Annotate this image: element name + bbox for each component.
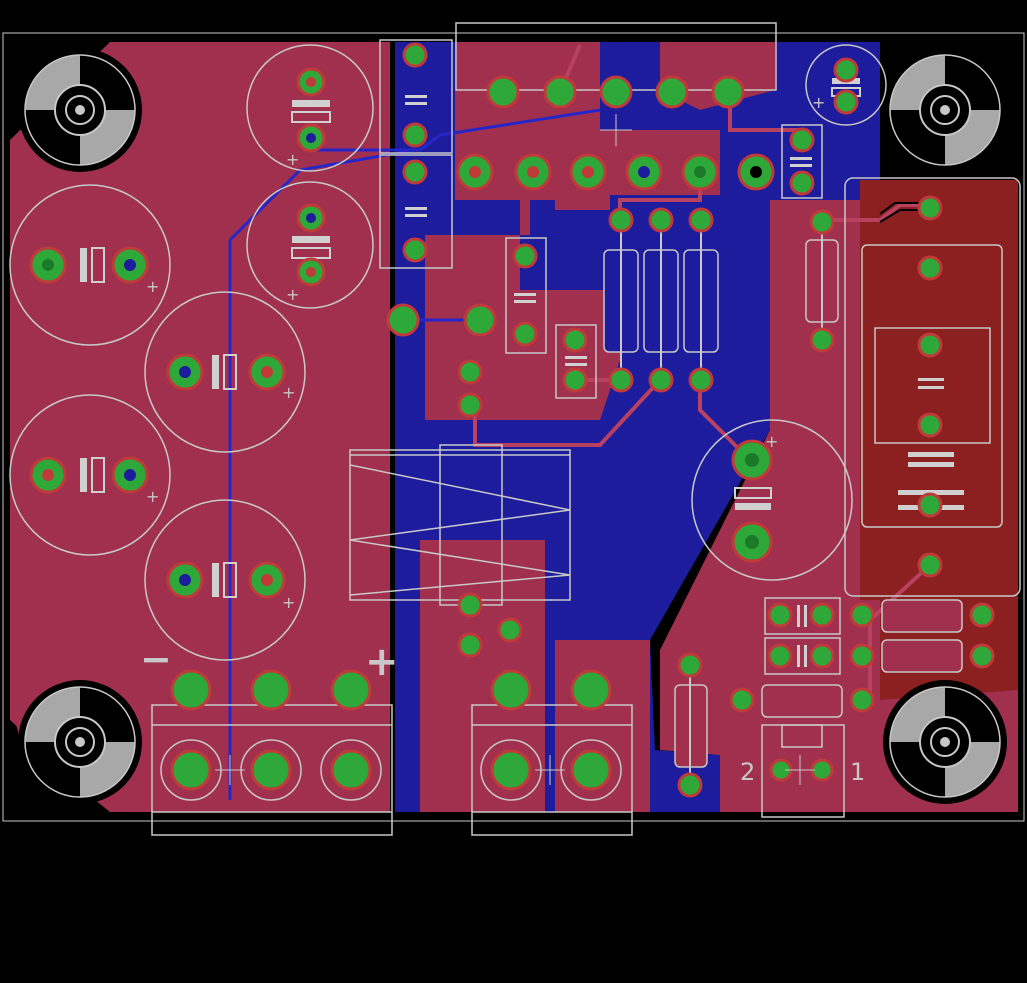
top-copper-right-zone: [860, 180, 1018, 700]
origin-crosses: [215, 114, 815, 785]
top-copper-center-upper: [425, 42, 720, 420]
svg-text:+: +: [146, 277, 159, 296]
terminal-block-icon: [151, 704, 633, 836]
silk-plus-label: +: [365, 639, 399, 685]
svg-text:+: +: [286, 285, 299, 304]
svg-text:+: +: [282, 593, 295, 612]
top-copper-center-lower: [420, 540, 545, 812]
top-copper-upper-right: [660, 42, 775, 110]
pads: [29, 42, 995, 798]
svg-text:+: +: [765, 432, 778, 451]
connector-pin-2-label: 2: [740, 758, 755, 786]
svg-text:+: +: [286, 150, 299, 169]
connector-pin-1-label: 1: [850, 758, 865, 786]
resistor-icon: [603, 220, 963, 785]
svg-text:+: +: [812, 93, 825, 112]
relay-icon: [844, 177, 1021, 597]
film-cap-symbols: [405, 95, 812, 667]
svg-text:+: +: [282, 383, 295, 402]
connector-outline: [761, 724, 845, 818]
mount-hole-icon: [18, 48, 1007, 804]
top-copper-pour-left-extra: [10, 42, 110, 812]
silk-minus-label: −: [140, 637, 172, 681]
svg-text:+: +: [146, 487, 159, 506]
